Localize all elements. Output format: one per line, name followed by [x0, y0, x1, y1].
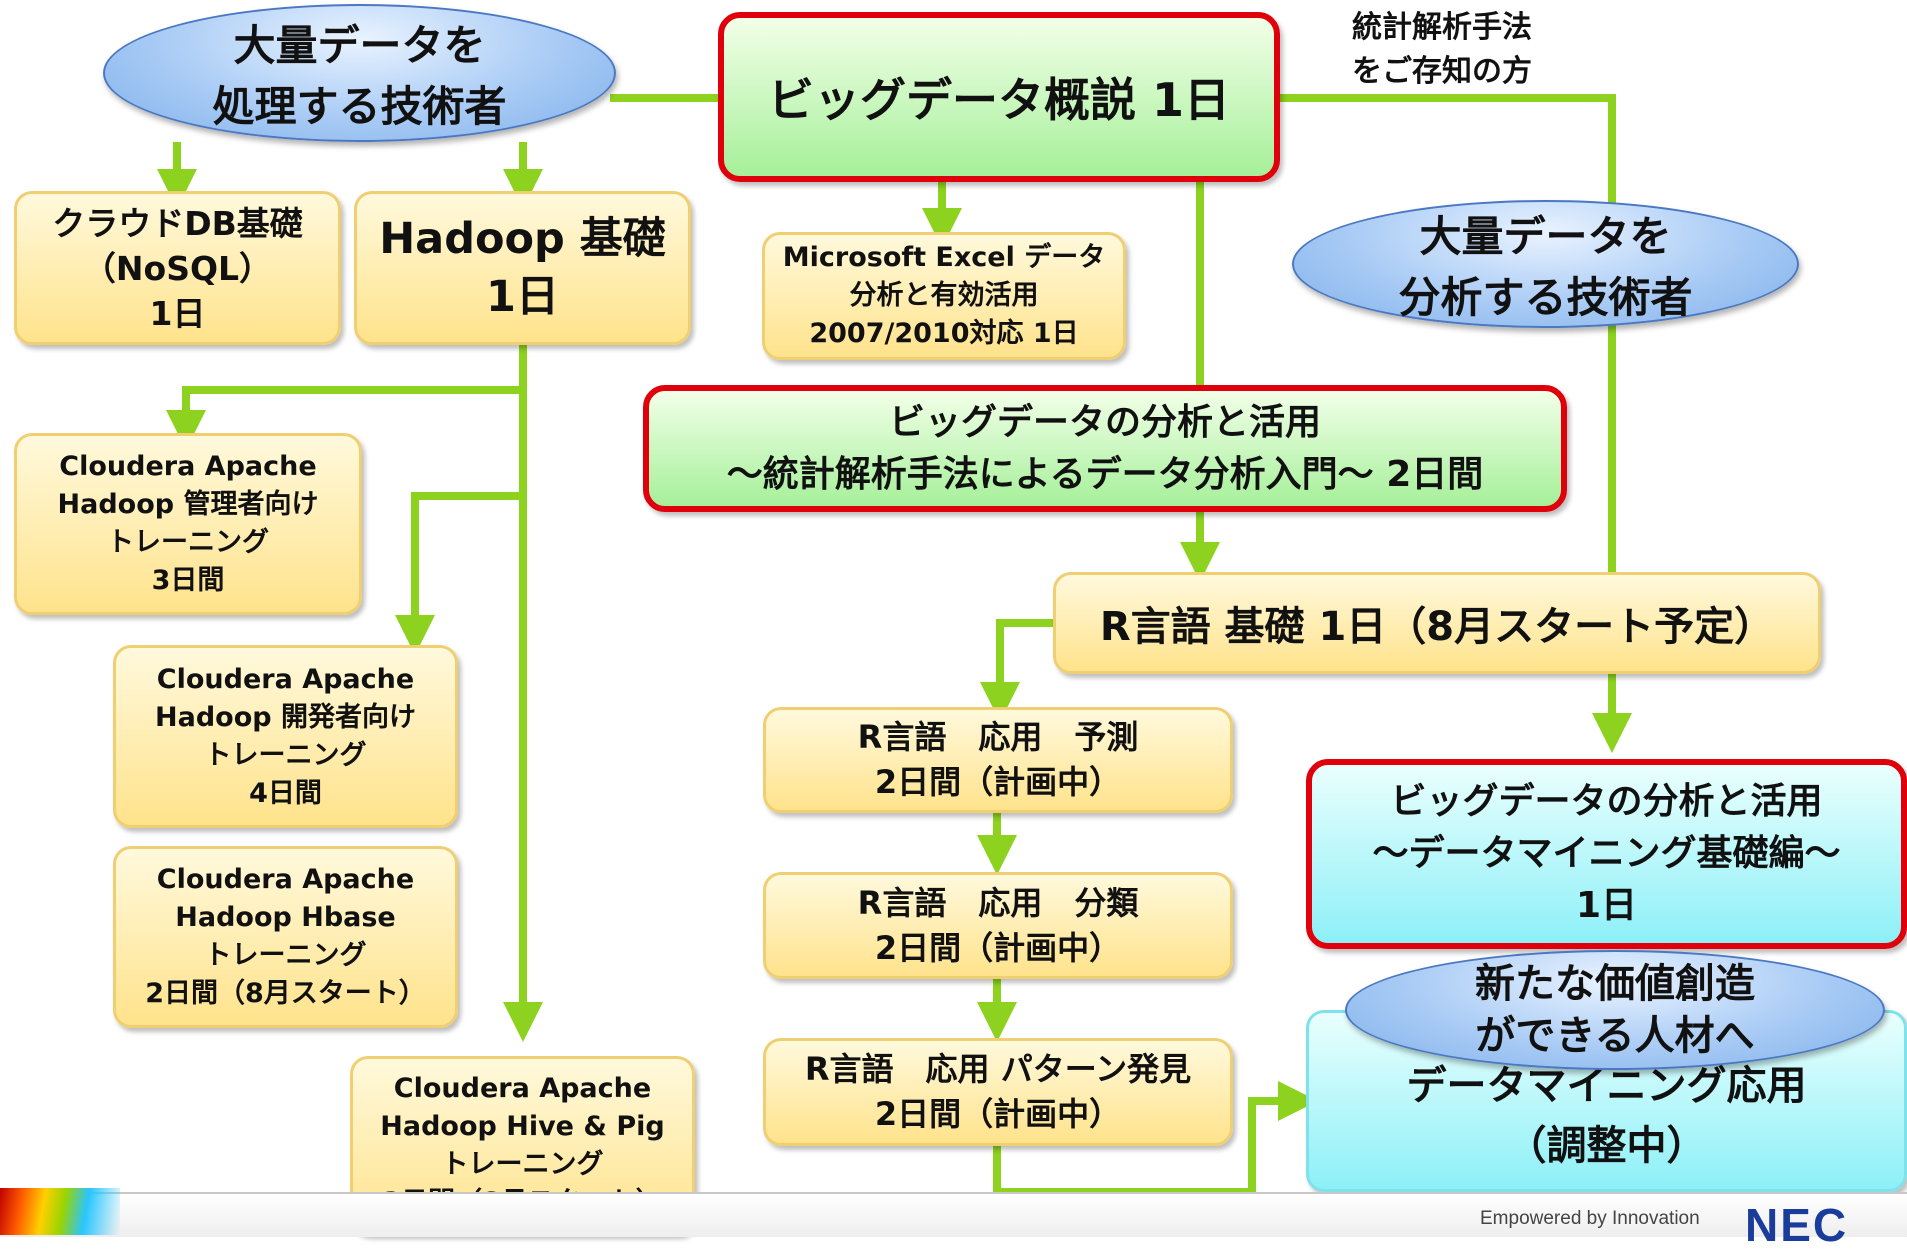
- note-stats-users: 統計解析手法 をご存知の方: [1352, 6, 1532, 94]
- course-line: 4日間: [249, 777, 322, 809]
- course-datamining-basic[interactable]: ビッグデータの分析と活用 ～データマイニング基礎編～ 1日: [1306, 759, 1907, 949]
- course-r-basic[interactable]: R言語 基礎 1日（8月スタート予定）: [1053, 572, 1821, 674]
- decorative-stripes: [0, 1188, 120, 1235]
- course-line: Cloudera Apache: [156, 864, 415, 895]
- course-line: （NoSQL）: [82, 248, 273, 288]
- ellipse-line: 大量データを: [1419, 212, 1672, 261]
- course-line: 1日: [1575, 885, 1638, 926]
- course-line: Cloudera Apache: [393, 1072, 652, 1104]
- course-line: 2日間（計画中）: [874, 763, 1122, 801]
- course-cloudera-dev[interactable]: Cloudera Apache Hadoop 開発者向け トレーニング 4日間: [113, 645, 458, 828]
- course-line: Hadoop 基礎: [379, 214, 666, 264]
- course-r-pattern[interactable]: R言語 応用 パターン発見 2日間（計画中）: [763, 1038, 1233, 1146]
- course-line: Microsoft Excel データ: [782, 242, 1106, 273]
- course-cloud-db[interactable]: クラウドDB基礎 （NoSQL） 1日: [14, 191, 341, 345]
- ellipse-line: ができる人材へ: [1475, 1013, 1755, 1059]
- course-line: R言語 応用 分類: [857, 883, 1139, 922]
- course-line: トレーニング: [107, 527, 269, 558]
- ellipse-line: 新たな価値創造: [1475, 961, 1755, 1007]
- note-line: をご存知の方: [1352, 54, 1532, 89]
- course-line: Hadoop Hbase: [175, 902, 396, 933]
- course-line: （調整中）: [1506, 1123, 1707, 1169]
- course-line: R言語 応用 予測: [857, 718, 1139, 756]
- course-r-classify[interactable]: R言語 応用 分類 2日間（計画中）: [763, 872, 1233, 979]
- course-line: 1日: [486, 272, 559, 322]
- course-line: 2日間（計画中）: [874, 1095, 1122, 1133]
- ellipse-new-value: 新たな価値創造 ができる人材へ: [1345, 950, 1885, 1070]
- course-bigdata-overview[interactable]: ビッグデータ概説 1日: [718, 12, 1280, 182]
- course-line: Hadoop Hive & Pig: [380, 1110, 665, 1142]
- course-line: 3日間: [151, 565, 225, 596]
- course-line: 1日: [149, 293, 206, 333]
- course-line: Cloudera Apache: [59, 451, 317, 482]
- course-line: Hadoop 開発者向け: [155, 701, 416, 733]
- ellipse-line: 分析する技術者: [1398, 273, 1693, 322]
- connector: [395, 492, 523, 655]
- course-excel[interactable]: Microsoft Excel データ 分析と有効活用 2007/2010対応 …: [762, 232, 1126, 360]
- course-line: ビッグデータ概説 1日: [767, 73, 1231, 127]
- course-line: 2日間（8月スタート）: [145, 978, 426, 1009]
- course-line: トレーニング: [441, 1148, 604, 1180]
- course-stats-analysis[interactable]: ビッグデータの分析と活用 ～統計解析手法によるデータ分析入門～ 2日間: [643, 385, 1567, 512]
- note-line: 統計解析手法: [1352, 10, 1532, 45]
- course-line: データマイニング応用: [1406, 1063, 1807, 1109]
- course-r-predict[interactable]: R言語 応用 予測 2日間（計画中）: [763, 707, 1233, 813]
- connector: [980, 619, 1053, 722]
- course-line: ～データマイニング基礎編～: [1372, 833, 1841, 874]
- course-line: 2日間（計画中）: [874, 928, 1122, 967]
- course-cloudera-hbase[interactable]: Cloudera Apache Hadoop Hbase トレーニング 2日間（…: [113, 846, 458, 1028]
- course-line: ～統計解析手法によるデータ分析入門～ 2日間: [726, 453, 1484, 495]
- course-line: トレーニング: [204, 940, 367, 971]
- course-cloudera-admin[interactable]: Cloudera Apache Hadoop 管理者向け トレーニング 3日間: [14, 433, 362, 615]
- course-line: R言語 応用 パターン発見: [804, 1050, 1192, 1088]
- ellipse-line: 大量データを: [233, 21, 486, 70]
- nec-logo: NEC: [1745, 1199, 1849, 1251]
- course-line: Cloudera Apache: [156, 663, 415, 695]
- connector: [166, 386, 523, 450]
- ellipse-processing-engineers: 大量データを 処理する技術者: [103, 4, 616, 142]
- course-line: ビッグデータの分析と活用: [888, 401, 1321, 443]
- ellipse-line: 処理する技術者: [212, 82, 507, 131]
- ellipse-analysis-engineers: 大量データを 分析する技術者: [1292, 200, 1799, 328]
- course-line: Hadoop 管理者向け: [57, 489, 319, 520]
- course-line: トレーニング: [204, 739, 367, 771]
- course-line: 2007/2010対応 1日: [809, 318, 1079, 349]
- connector: [1278, 94, 1616, 219]
- footer-band: [0, 1192, 1907, 1237]
- course-line: R言語 基礎 1日（8月スタート予定）: [1099, 604, 1775, 650]
- course-line: 分析と有効活用: [849, 280, 1039, 311]
- course-line: ビッグデータの分析と活用: [1390, 781, 1823, 822]
- course-hadoop-basic[interactable]: Hadoop 基礎 1日: [354, 191, 691, 345]
- course-line: クラウドDB基礎: [52, 203, 303, 243]
- footer-tagline: Empowered by Innovation: [1480, 1208, 1700, 1229]
